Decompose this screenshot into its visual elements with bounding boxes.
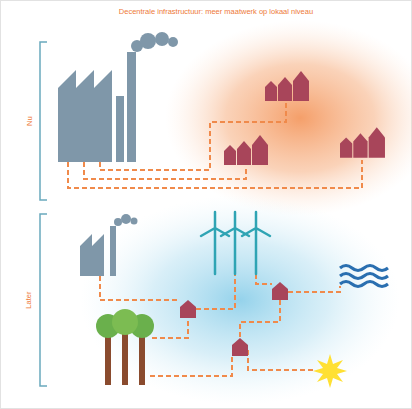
dashed-connections <box>100 274 340 376</box>
smoke-puff <box>114 218 122 226</box>
house-group <box>224 135 268 165</box>
smoke <box>114 214 138 226</box>
water <box>340 266 388 287</box>
blue-glow <box>80 195 400 405</box>
wind-turbine <box>242 212 270 274</box>
tree-trunk <box>139 335 145 385</box>
smoke <box>131 32 178 52</box>
wind-turbines <box>201 212 270 274</box>
dashed-line <box>248 350 316 370</box>
dashed-line <box>152 318 188 338</box>
sun <box>313 354 347 388</box>
factory <box>80 234 104 276</box>
sun-core <box>324 365 336 377</box>
dashed-line <box>288 286 340 292</box>
tree-crown <box>112 309 138 335</box>
tree-trunk <box>105 335 111 385</box>
wave <box>340 266 388 271</box>
smoke-puff <box>155 32 169 46</box>
dashed-line <box>196 274 235 309</box>
dashed-line <box>256 274 272 284</box>
factory-chimney <box>127 52 136 162</box>
house <box>272 282 288 300</box>
bracket <box>40 42 47 200</box>
diagram-title: Decentrale infrastructuur: meer maatwerk… <box>119 8 313 16</box>
tree-trunk <box>122 333 128 385</box>
house <box>180 300 196 318</box>
orange-glow <box>165 20 412 216</box>
house-group <box>265 71 309 101</box>
smoke-puff <box>131 218 138 225</box>
factory <box>58 70 112 162</box>
smoke-puff <box>168 37 178 47</box>
smoke-puff <box>121 214 131 224</box>
wave <box>340 274 388 279</box>
wind-turbine <box>221 212 249 274</box>
dashed-line <box>150 356 232 376</box>
dashed-line <box>240 300 280 338</box>
period-label: Nu <box>26 116 34 126</box>
period-label: Later <box>26 291 34 308</box>
trees <box>96 309 154 385</box>
dashed-connections <box>68 102 362 188</box>
wind-turbine <box>201 212 229 274</box>
house <box>232 338 248 356</box>
house-group <box>340 127 385 158</box>
dashed-line <box>68 160 362 188</box>
smoke-puff <box>140 33 156 49</box>
wave <box>340 282 388 287</box>
bracket <box>40 214 47 386</box>
factory-chimney <box>116 96 124 162</box>
dashed-line <box>100 276 180 300</box>
factory-chimney <box>110 226 116 276</box>
